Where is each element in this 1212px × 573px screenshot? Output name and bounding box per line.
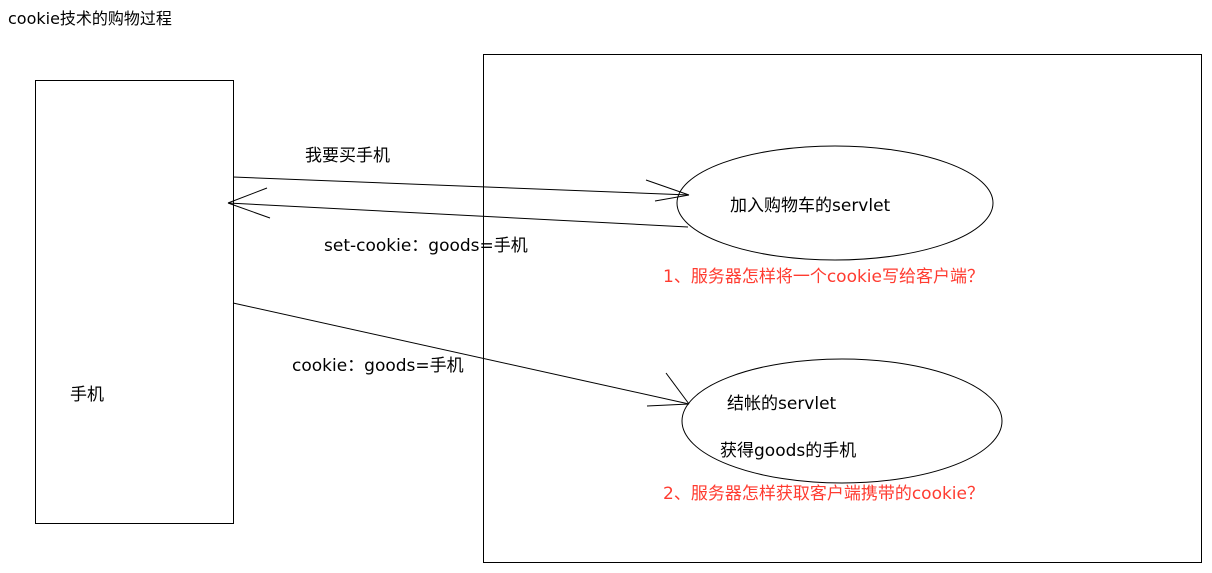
set-cookie-label: set-cookie：goods=手机 — [324, 236, 528, 256]
checkout-servlet-label: 结帐的servlet — [727, 394, 837, 414]
request-arrow — [232, 176, 690, 202]
diagram-title: cookie技术的购物过程 — [8, 9, 172, 28]
send-cookie-label: cookie：goods=手机 — [292, 356, 464, 376]
add-to-cart-servlet-ellipse — [676, 145, 994, 261]
send-cookie-arrow — [232, 302, 690, 407]
request-buy-label: 我要买手机 — [305, 146, 390, 166]
client-box — [35, 80, 234, 524]
client-label: 手机 — [70, 385, 104, 405]
checkout-servlet-detail: 获得goods的手机 — [720, 441, 857, 461]
checkout-servlet-ellipse — [681, 358, 1003, 484]
question-1: 1、服务器怎样将一个cookie写给客户端？ — [663, 267, 984, 287]
add-to-cart-servlet-label: 加入购物车的servlet — [730, 196, 891, 216]
question-2: 2、服务器怎样获取客户端携带的cookie？ — [663, 484, 984, 504]
server-box — [483, 54, 1202, 563]
set-cookie-arrow — [227, 187, 689, 228]
